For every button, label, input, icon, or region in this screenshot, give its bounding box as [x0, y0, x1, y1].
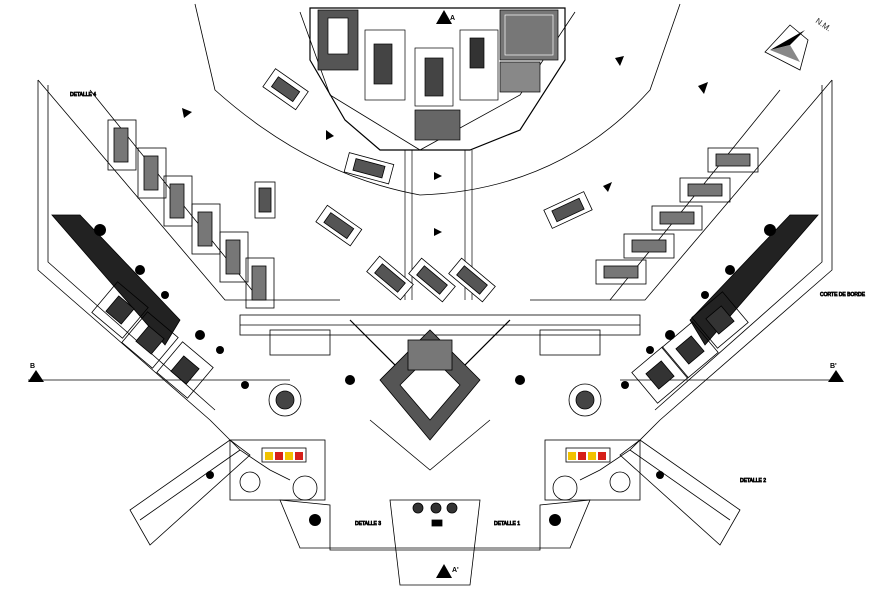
top-building	[309, 7, 566, 300]
circulation-arrows	[182, 56, 708, 236]
north-arrow: N.M.	[764, 16, 833, 71]
section-a-label: A	[450, 15, 455, 22]
section-b-label: B	[30, 363, 35, 370]
right-parking-stalls	[595, 147, 759, 285]
section-a2-label: A'	[452, 567, 459, 574]
seating-accents	[265, 452, 606, 460]
corte-label: CORTE DE BORDE	[820, 292, 866, 298]
site-boundary	[194, 3, 681, 196]
detail-2-label: DETALLE 2	[740, 478, 766, 484]
detail-1-label: DETALLE 1	[494, 521, 520, 527]
vegetation	[94, 224, 776, 526]
detail-3-label: DETALLE 3	[355, 521, 381, 527]
section-b2-marker	[828, 370, 844, 382]
right-wing: CORTE DE BORDE DETALLE 2	[530, 79, 866, 546]
north-label: N.M.	[814, 16, 833, 33]
section-b2-label: B'	[830, 363, 837, 370]
detail-4-label: DETALLE 4	[70, 92, 96, 98]
central-terminal: DETALLE 3 DETALLE 1	[229, 314, 641, 586]
section-a2-marker	[436, 564, 452, 578]
section-b-marker	[28, 370, 44, 382]
plaza-vehicles	[254, 68, 593, 303]
section-a-marker	[436, 10, 452, 24]
left-wing: DETALLE 4	[37, 79, 340, 546]
left-parking-stalls	[107, 119, 275, 309]
